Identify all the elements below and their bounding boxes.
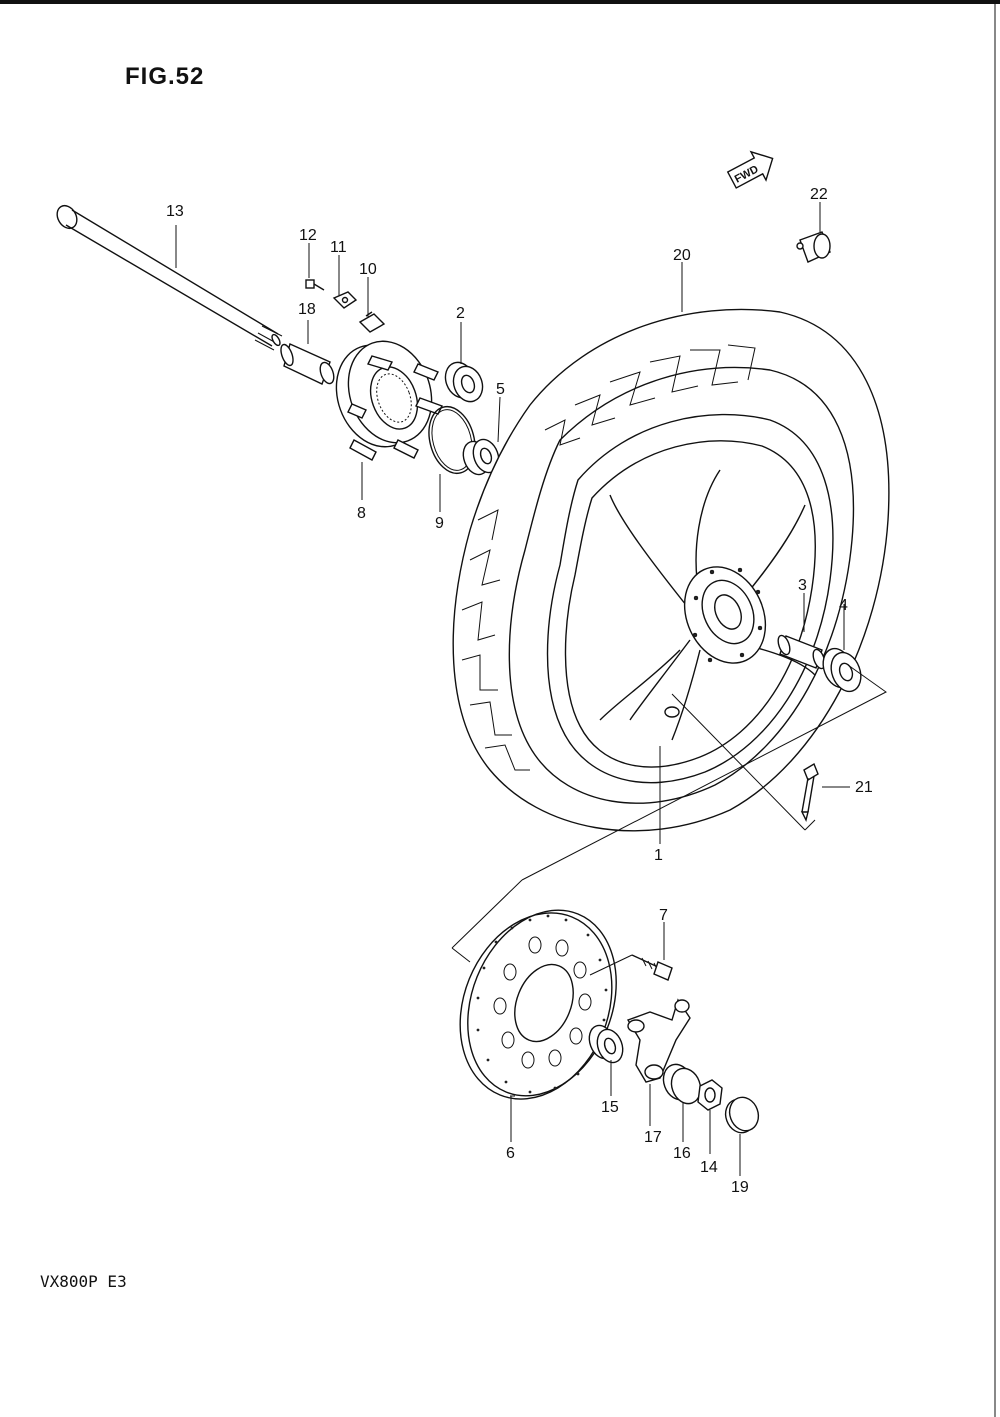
- axle-part: [56, 204, 283, 351]
- callout-14: 14: [700, 1159, 718, 1176]
- callout-18: 18: [298, 301, 316, 318]
- bolt-12: [305, 279, 325, 291]
- valve-21: [800, 762, 819, 823]
- callout-5: 5: [496, 381, 505, 398]
- callout-13: 13: [166, 203, 184, 220]
- bearing-2: [444, 361, 484, 403]
- wheel-assembly: [452, 308, 890, 832]
- callout-4: 4: [839, 597, 848, 614]
- callout-21: 21: [855, 779, 873, 796]
- callout-6: 6: [506, 1145, 515, 1162]
- callout-8: 8: [357, 505, 366, 522]
- cap-19: [724, 1096, 760, 1134]
- callout-labels: 1 2 3 4 5 6 7 8 9 10 11 12 13 14 15 16 1…: [166, 186, 873, 1196]
- clip-10: [358, 311, 386, 333]
- callout-15: 15: [601, 1099, 619, 1116]
- callout-12: 12: [299, 227, 317, 244]
- callout-10: 10: [359, 261, 377, 278]
- plate-11: [332, 291, 358, 309]
- callout-7: 7: [659, 907, 668, 924]
- callout-17: 17: [644, 1129, 662, 1146]
- callout-9: 9: [435, 515, 444, 532]
- callout-20: 20: [673, 247, 691, 264]
- seal-15: [588, 1024, 624, 1064]
- nut-14: [697, 1079, 723, 1111]
- callout-3: 3: [798, 577, 807, 594]
- clip-22: [796, 231, 831, 263]
- callout-19: 19: [731, 1179, 749, 1196]
- bearing-4: [822, 647, 862, 693]
- bolt-7: [631, 954, 673, 981]
- o-ring-9: [428, 405, 476, 475]
- callout-2: 2: [456, 305, 465, 322]
- model-code: VX800P E3: [40, 1272, 127, 1291]
- callout-22: 22: [810, 186, 828, 203]
- spacer-3: [777, 634, 826, 670]
- callout-11: 11: [330, 239, 347, 256]
- caliper-bracket-17: [626, 998, 691, 1083]
- bearing-5: [462, 438, 500, 476]
- callout-16: 16: [673, 1145, 691, 1162]
- spacer-18: [280, 343, 335, 385]
- collar-16: [662, 1063, 702, 1105]
- figure-title: FIG.52: [125, 63, 204, 90]
- callout-1: 1: [654, 847, 663, 864]
- forward-arrow-icon: FWD: [726, 150, 774, 189]
- leader-lines: [175, 202, 850, 1176]
- hub-carrier-8: [335, 340, 443, 461]
